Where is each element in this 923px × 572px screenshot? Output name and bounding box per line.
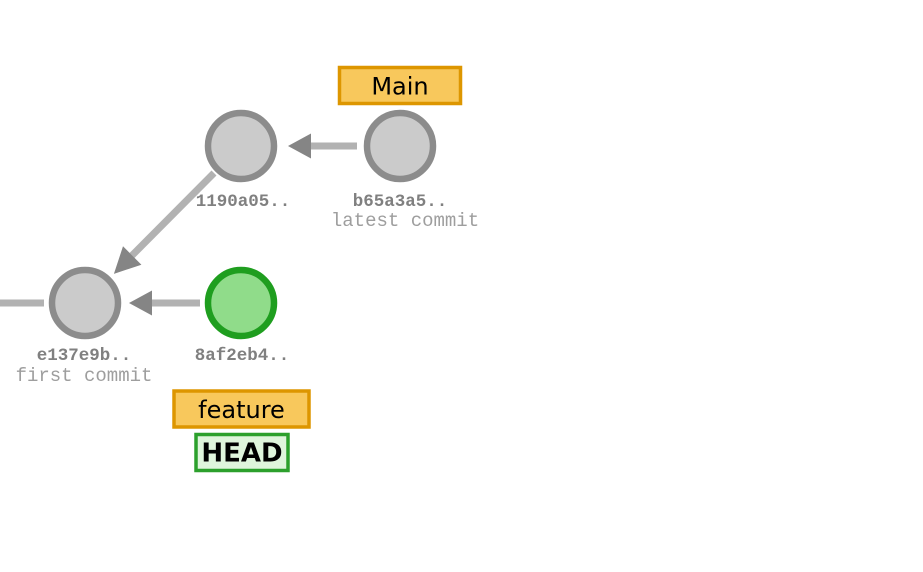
commit-b65a3a5-node: [363, 109, 437, 183]
commit-b65a3a5-hash: b65a3a5..: [353, 192, 448, 212]
branch-label-main-box: [337, 65, 463, 106]
commit-1190a05-node: [204, 109, 278, 183]
branch-label-feature-box: [172, 389, 311, 429]
branch-label-feature: feature: [172, 389, 311, 429]
branch-label-feature-text: feature: [198, 396, 285, 424]
arrowhead-to-e137e9b-icon: [129, 290, 152, 316]
commit-8af2eb4-node: [204, 266, 278, 340]
head-label: HEAD: [194, 432, 290, 473]
edge-1190a05-to-e137e9b: [129, 170, 217, 258]
commit-b65a3a5-message: latest commit: [331, 210, 479, 232]
head-label-box: [194, 432, 290, 473]
commit-e137e9b-node: [48, 266, 122, 340]
head-label-text: HEAD: [201, 439, 282, 469]
branch-label-main-text: Main: [371, 73, 428, 101]
branch-label-main: Main: [337, 65, 463, 106]
arrowhead-to-e137e9b-diagonal-icon: [113, 246, 142, 274]
arrowhead-to-1190a05-icon: [288, 133, 311, 159]
commit-1190a05-hash: 1190a05..: [196, 192, 291, 212]
commit-e137e9b-hash: e137e9b..: [37, 346, 132, 366]
commit-8af2eb4-hash: 8af2eb4..: [195, 346, 290, 366]
commit-e137e9b-message: first commit: [16, 365, 153, 387]
